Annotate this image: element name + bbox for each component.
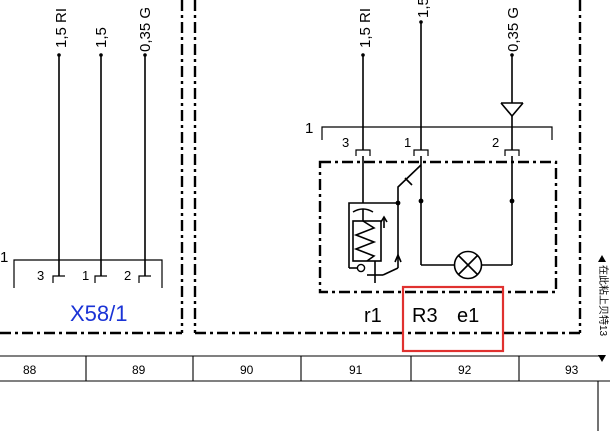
grid-col-90: 90 <box>240 363 254 377</box>
lamp-icon-part <box>453 250 483 280</box>
wire-label-right-2: 1,5 <box>415 0 432 18</box>
highlight-box <box>401 285 505 353</box>
heater-element-icon-part <box>348 202 398 209</box>
right-pin-symbol-1 <box>355 149 371 156</box>
ground-icon <box>500 102 524 127</box>
left-connector-bracket <box>13 259 163 288</box>
grid-col-93: 93 <box>565 363 579 377</box>
label-r3: R3 <box>412 305 438 327</box>
lamp-icon-part <box>457 254 479 276</box>
heater-element-icon-part <box>353 220 377 262</box>
grid-strip: 88 89 90 91 92 93 <box>0 355 610 431</box>
wire-label-right-3: 0,35 G <box>505 7 522 52</box>
side-note-arrow-bottom-icon <box>598 355 606 362</box>
wire-label-left-1: 1,5 RI <box>53 8 70 48</box>
right-wire-labels: 1,5 RI 1,5 0,35 G <box>357 0 522 52</box>
right-connector-bracket <box>321 126 553 140</box>
right-pin-symbol-3 <box>504 149 520 156</box>
right-pin-symbol-2 <box>413 149 429 156</box>
internal-circuit <box>362 156 515 266</box>
grid-col-88: 88 <box>23 363 37 377</box>
heater-element-icon-part <box>356 263 366 273</box>
left-wires-part <box>143 53 147 57</box>
side-note-arrow-top-icon <box>598 255 606 262</box>
right-top-wires-part <box>361 53 365 57</box>
left-pin-symbol-3 <box>138 275 151 283</box>
grid-col-89: 89 <box>132 363 146 377</box>
wire-label-left-3: 0,35 G <box>137 7 154 52</box>
left-wire-labels: 1,5 RI 1,5 0,35 G <box>53 7 154 52</box>
left-wires-part <box>99 53 103 57</box>
internal-circuit-part <box>509 198 515 204</box>
heater-element-icon-part <box>352 220 382 262</box>
component-housing <box>318 160 558 294</box>
left-pin-label-3: 2 <box>124 268 131 283</box>
right-pin-label-2: 1 <box>404 135 411 150</box>
grid-col-91: 91 <box>349 363 363 377</box>
label-e1: e1 <box>457 305 479 327</box>
grid-col-92: 92 <box>458 363 472 377</box>
heater-element-icon-part <box>404 177 413 186</box>
internal-circuit-part <box>418 198 424 204</box>
right-pin-label-3: 2 <box>492 135 499 150</box>
lamp-icon <box>453 250 483 280</box>
left-connector-marker: 1 <box>0 249 8 266</box>
left-wires-part <box>57 53 61 57</box>
label-r1: r1 <box>364 305 382 327</box>
right-pin-label-1: 3 <box>342 135 349 150</box>
left-pin-label-2: 1 <box>82 268 89 283</box>
right-connector-marker: 1 <box>305 120 313 137</box>
side-note: 在此粘上贝特13 <box>597 255 610 362</box>
heater-element-icon-part <box>380 215 388 223</box>
right-top-wires-part <box>419 20 423 24</box>
heater-element-icon-part <box>394 252 402 263</box>
right-connector: 1 3 1 2 <box>305 120 553 156</box>
left-pin-label-1: 3 <box>37 268 44 283</box>
right-top-wires-part <box>510 53 514 57</box>
left-wires <box>57 53 147 276</box>
left-connector: 1 3 1 2 X58/1 <box>0 249 163 326</box>
ground-icon-part <box>500 102 524 118</box>
heater-element-icon-part <box>397 164 422 203</box>
right-top-wires <box>361 20 514 127</box>
left-pin-symbol-1 <box>52 275 65 283</box>
heater-element-icon <box>348 164 422 283</box>
connector-name-x58-1: X58/1 <box>70 301 128 326</box>
wire-label-right-1: 1,5 RI <box>357 8 374 48</box>
left-pin-symbol-2 <box>94 275 107 283</box>
heater-element-icon-part <box>382 267 399 276</box>
wire-label-left-2: 1,5 <box>93 27 110 48</box>
side-note-text: 在此粘上贝特13 <box>597 265 610 337</box>
